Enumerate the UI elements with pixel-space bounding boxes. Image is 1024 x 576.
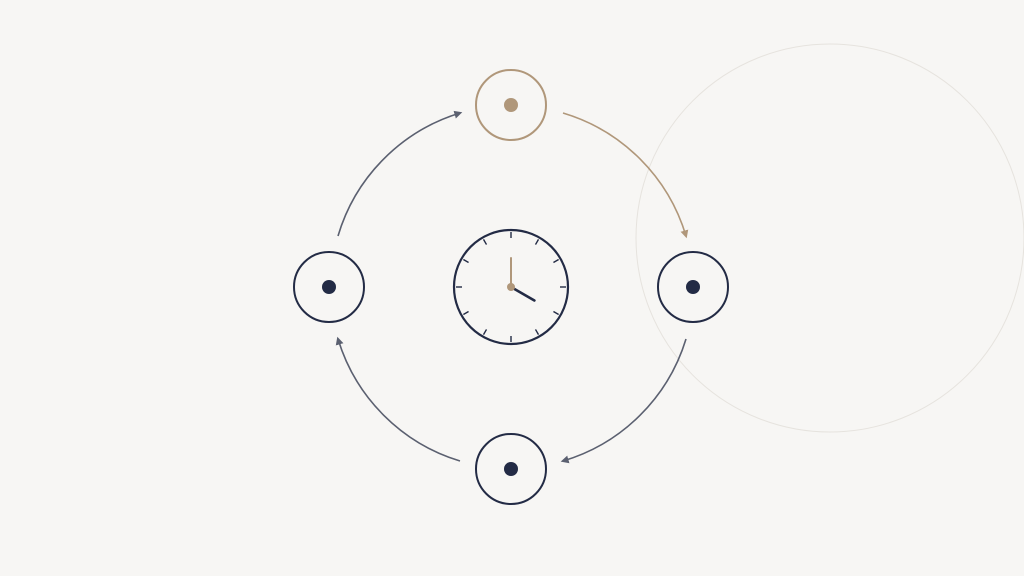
node-left-ring xyxy=(293,251,365,323)
node-left xyxy=(293,251,365,323)
clock-center-pin xyxy=(507,283,515,291)
arrow-left-to-top xyxy=(337,110,463,237)
node-bottom-ring xyxy=(475,433,547,505)
node-bottom-dot xyxy=(504,462,518,476)
node-top xyxy=(475,69,547,141)
arrow-bottom-to-left xyxy=(335,336,461,462)
clock-ticks xyxy=(456,232,566,342)
clock-tick xyxy=(463,258,469,264)
node-bottom xyxy=(475,433,547,505)
node-right-ring xyxy=(657,251,729,323)
clock-tick xyxy=(534,239,540,245)
backdrop-ring xyxy=(635,43,1024,433)
node-top-dot xyxy=(504,98,518,112)
arrow-right-to-bottom xyxy=(560,338,687,464)
clock-tick xyxy=(553,258,559,264)
clock-tick xyxy=(463,310,469,316)
node-left-dot xyxy=(322,280,336,294)
clock-tick xyxy=(553,310,559,316)
clock-face xyxy=(452,228,570,346)
cycle-arrows xyxy=(335,110,689,464)
arrow-top-to-right xyxy=(562,112,689,239)
clock-icon xyxy=(452,228,570,346)
node-top-ring xyxy=(475,69,547,141)
node-right-dot xyxy=(686,280,700,294)
clock-tick xyxy=(534,329,540,335)
clock-hour-hand xyxy=(509,285,536,302)
clock-tick xyxy=(482,239,488,245)
node-right xyxy=(657,251,729,323)
clock-tick xyxy=(482,329,488,335)
